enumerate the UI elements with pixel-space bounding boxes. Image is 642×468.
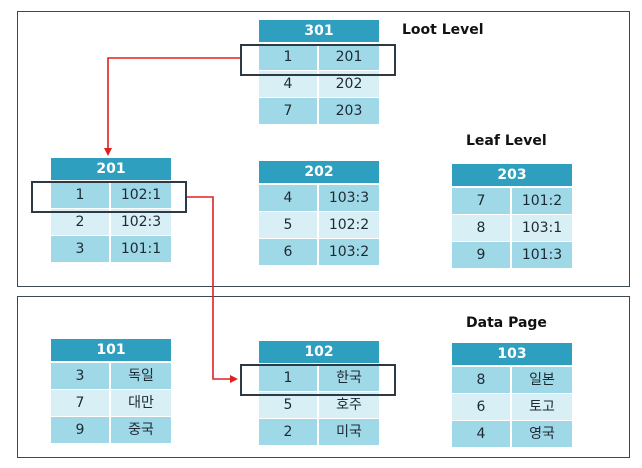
page-row: 9 중국 bbox=[51, 416, 171, 443]
pointer-cell: 102:1 bbox=[120, 187, 162, 203]
key-cell: 4 bbox=[452, 421, 512, 447]
page-header: 101 bbox=[51, 339, 171, 363]
index-page-202: 202 4 103:3 5 102:2 6 103:2 bbox=[259, 161, 379, 265]
page-row: 7 101:2 bbox=[452, 188, 572, 214]
key-cell: 3 bbox=[51, 363, 111, 389]
key-cell: 7 bbox=[452, 188, 512, 214]
key-cell: 1 bbox=[51, 182, 111, 208]
root-level-label: Loot Level bbox=[402, 22, 484, 38]
value-cell: 대만 bbox=[128, 395, 154, 411]
page-row: 4 영국 bbox=[452, 420, 572, 447]
page-row: 3 101:1 bbox=[51, 235, 171, 262]
value-cell: 호주 bbox=[336, 397, 362, 413]
value-cell: 중국 bbox=[128, 422, 154, 438]
page-row: 1 102:1 bbox=[51, 182, 171, 208]
key-cell: 7 bbox=[259, 98, 319, 124]
pointer-cell: 201 bbox=[335, 49, 363, 65]
page-row: 7 203 bbox=[259, 97, 379, 124]
key-cell: 3 bbox=[51, 236, 111, 262]
value-cell: 한국 bbox=[336, 370, 362, 386]
key-cell: 7 bbox=[51, 390, 111, 416]
pointer-cell: 202 bbox=[335, 76, 363, 92]
key-cell: 4 bbox=[259, 71, 319, 97]
index-page-301: 301 1 201 4 202 7 203 bbox=[259, 20, 379, 124]
page-row: 6 토고 bbox=[452, 393, 572, 420]
pointer-cell: 203 bbox=[335, 103, 363, 119]
pointer-cell: 101:1 bbox=[120, 241, 162, 257]
key-cell: 6 bbox=[259, 239, 319, 265]
key-cell: 4 bbox=[259, 185, 319, 211]
value-cell: 독일 bbox=[128, 368, 154, 384]
data-page-label: Data Page bbox=[466, 315, 547, 331]
page-row: 8 일본 bbox=[452, 367, 572, 393]
key-cell: 2 bbox=[259, 419, 319, 445]
pointer-cell: 102:3 bbox=[120, 214, 162, 230]
page-row: 1 201 bbox=[259, 44, 379, 70]
page-row: 6 103:2 bbox=[259, 238, 379, 265]
page-row: 9 101:3 bbox=[452, 241, 572, 268]
index-levels-frame bbox=[17, 11, 630, 287]
arrow-201-to-102 bbox=[187, 196, 238, 383]
arrow-301-to-201 bbox=[104, 57, 240, 156]
key-cell: 8 bbox=[452, 215, 512, 241]
page-row: 7 대만 bbox=[51, 389, 171, 416]
data-pages-frame bbox=[17, 296, 630, 458]
data-page-101: 101 3 독일 7 대만 9 중국 bbox=[51, 339, 171, 443]
page-header: 103 bbox=[452, 343, 572, 367]
page-row: 5 102:2 bbox=[259, 211, 379, 238]
index-page-203: 203 7 101:2 8 103:1 9 101:3 bbox=[452, 164, 572, 268]
pointer-cell: 103:3 bbox=[328, 190, 370, 206]
key-cell: 9 bbox=[452, 242, 512, 268]
value-cell: 미국 bbox=[336, 424, 362, 440]
pointer-cell: 103:1 bbox=[521, 220, 563, 236]
key-cell: 2 bbox=[51, 209, 111, 235]
key-cell: 5 bbox=[259, 212, 319, 238]
key-cell: 9 bbox=[51, 417, 111, 443]
pointer-cell: 103:2 bbox=[328, 244, 370, 260]
page-header: 301 bbox=[259, 20, 379, 44]
value-cell: 일본 bbox=[529, 372, 555, 388]
pointer-cell: 101:3 bbox=[521, 247, 563, 263]
value-cell: 영국 bbox=[529, 426, 555, 442]
key-cell: 5 bbox=[259, 392, 319, 418]
page-row: 3 독일 bbox=[51, 363, 171, 389]
pointer-cell: 101:2 bbox=[521, 193, 563, 209]
page-header: 202 bbox=[259, 161, 379, 185]
page-row: 1 한국 bbox=[259, 365, 379, 391]
page-header: 203 bbox=[452, 164, 572, 188]
page-row: 8 103:1 bbox=[452, 214, 572, 241]
leaf-level-label: Leaf Level bbox=[466, 133, 547, 149]
key-cell: 6 bbox=[452, 394, 512, 420]
page-row: 2 미국 bbox=[259, 418, 379, 445]
page-row: 4 103:3 bbox=[259, 185, 379, 211]
value-cell: 토고 bbox=[529, 399, 555, 415]
pointer-cell: 102:2 bbox=[328, 217, 370, 233]
key-cell: 1 bbox=[259, 44, 319, 70]
key-cell: 8 bbox=[452, 367, 512, 393]
data-page-103: 103 8 일본 6 토고 4 영국 bbox=[452, 343, 572, 447]
key-cell: 1 bbox=[259, 365, 319, 391]
